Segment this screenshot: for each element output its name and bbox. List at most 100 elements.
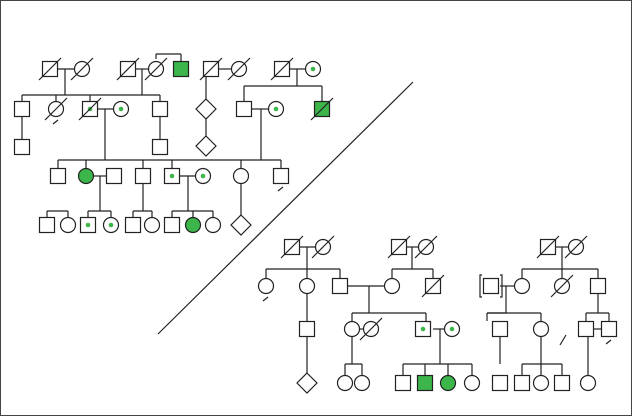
male-symbol	[151, 100, 169, 118]
female-symbol	[184, 216, 202, 234]
deceased-slash	[550, 274, 574, 298]
female-symbol	[59, 216, 77, 234]
female-symbol	[383, 277, 401, 295]
carrier-dot	[85, 222, 91, 228]
individual-male	[163, 167, 181, 185]
individual-unknown-sex	[296, 372, 318, 394]
male-symbol	[124, 216, 142, 234]
male-symbol	[298, 320, 316, 338]
individual-male	[13, 100, 31, 118]
individual-female	[204, 216, 222, 234]
individual-female	[77, 167, 95, 185]
male-symbol	[589, 277, 607, 295]
small-mark	[559, 334, 567, 346]
individual-female	[414, 235, 438, 259]
individual-female	[184, 216, 202, 234]
individual-male	[589, 277, 607, 295]
individual-female	[267, 100, 285, 118]
deceased-slash	[311, 235, 335, 259]
individual-male	[421, 274, 445, 298]
individual-male	[272, 167, 290, 192]
individual-male	[387, 235, 411, 259]
female-symbol	[343, 320, 361, 338]
male-symbol	[172, 60, 190, 78]
deceased-slash	[564, 235, 588, 259]
male-symbol	[491, 374, 509, 392]
individual-male	[78, 97, 102, 121]
male-symbol	[600, 320, 618, 338]
carrier-dot	[118, 106, 124, 112]
individual-male	[414, 320, 432, 338]
unknown-sex-symbol	[195, 135, 217, 157]
individual-male	[536, 235, 560, 259]
individual-male	[491, 374, 509, 392]
male-symbol	[553, 374, 571, 392]
individual-female	[336, 374, 354, 392]
small-mark	[605, 339, 612, 345]
carrier-dot	[449, 326, 455, 332]
female-symbol	[336, 374, 354, 392]
individual-female	[257, 277, 275, 302]
individual-female	[383, 277, 401, 295]
unknown-sex-symbol	[296, 372, 318, 394]
individual-female	[304, 60, 322, 78]
female-symbol	[353, 374, 371, 392]
small-mark	[262, 296, 269, 302]
individual-male	[600, 320, 618, 345]
individual-male	[134, 167, 152, 185]
male-symbol	[416, 374, 434, 392]
individual-male	[163, 216, 181, 234]
individual-unknown-sex	[195, 135, 217, 157]
individual-female	[232, 167, 250, 185]
individual-male	[172, 60, 190, 78]
female-symbol	[439, 374, 457, 392]
individual-female	[70, 57, 94, 81]
individual-female	[564, 235, 588, 259]
male-symbol	[38, 216, 56, 234]
individual-female	[443, 320, 461, 338]
deceased-slash	[199, 57, 223, 81]
female-symbol	[532, 374, 550, 392]
carrier-dot	[273, 106, 279, 112]
bracket-right	[500, 274, 503, 298]
connector-lines	[21, 53, 610, 376]
male-symbol	[134, 167, 152, 185]
carrier-dot	[108, 222, 114, 228]
individual-male	[270, 57, 294, 81]
bracket-left	[479, 274, 482, 298]
individual-male	[151, 138, 169, 156]
individual-male	[124, 216, 142, 234]
individual-female	[463, 374, 481, 392]
individual-female	[513, 277, 531, 295]
male-symbol	[482, 277, 500, 295]
female-symbol	[298, 277, 316, 295]
deceased-slash	[359, 317, 383, 341]
individual-female	[532, 374, 550, 392]
deceased-slash	[227, 57, 251, 81]
deceased-slash	[78, 97, 102, 121]
individual-male	[479, 274, 503, 298]
individual-unknown-sex	[230, 214, 252, 236]
individual-male	[49, 167, 67, 185]
carrier-dot	[420, 326, 426, 332]
female-symbol	[579, 374, 597, 392]
female-symbol	[143, 216, 161, 234]
individual-male	[38, 216, 56, 234]
individual-female	[579, 374, 597, 392]
unknown-sex-symbol	[195, 98, 217, 120]
individual-female	[112, 100, 130, 118]
female-symbol	[204, 216, 222, 234]
male-symbol	[13, 138, 31, 156]
individual-symbols	[13, 57, 618, 394]
male-symbol	[272, 167, 290, 185]
individual-female	[353, 374, 371, 392]
individual-male	[116, 57, 140, 81]
individual-female	[59, 216, 77, 234]
individual-female	[359, 317, 383, 341]
female-symbol	[513, 277, 531, 295]
individual-female	[143, 216, 161, 234]
individual-female	[227, 57, 251, 81]
individual-male	[13, 138, 31, 156]
